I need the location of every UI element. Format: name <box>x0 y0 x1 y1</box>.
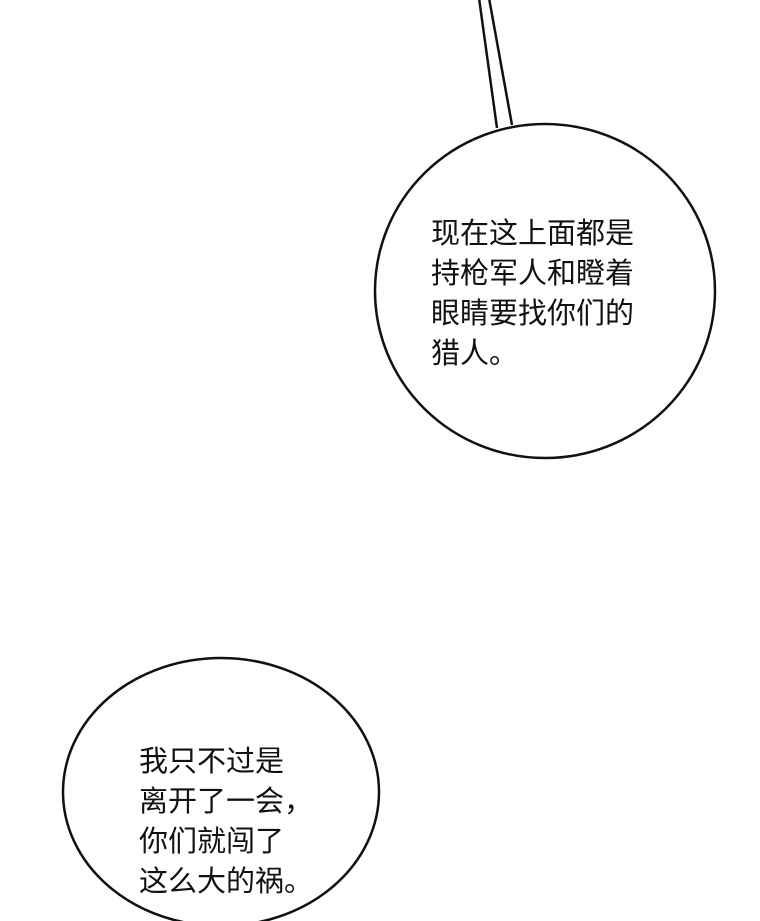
dialogue-line: 你们就闯了 <box>139 824 285 858</box>
tail-right-edge <box>488 0 514 126</box>
dialogue-line: 持枪军人和瞪着 <box>431 256 635 290</box>
dialogue-line: 离开了一会， <box>139 784 314 818</box>
speech-bubble-2 <box>61 656 381 921</box>
speech-bubble-1-tail <box>479 0 512 128</box>
tail-left-edge <box>478 0 499 129</box>
speech-bubble-1 <box>373 122 717 460</box>
dialogue-line: 我只不过是 <box>139 744 285 778</box>
dialogue-line: 猎人。 <box>431 336 519 370</box>
dialogue-line: 眼睛要找你们的 <box>431 296 635 330</box>
speech-bubble-2-text: 我只不过是 离开了一会， 你们就闯了 这么大的祸。 <box>139 741 313 901</box>
dialogue-line: 现在这上面都是 <box>431 216 635 250</box>
speech-bubble-1-text: 现在这上面都是 持枪军人和瞪着 眼睛要找你们的 猎人。 <box>431 213 634 373</box>
dialogue-line: 这么大的祸。 <box>139 864 314 898</box>
